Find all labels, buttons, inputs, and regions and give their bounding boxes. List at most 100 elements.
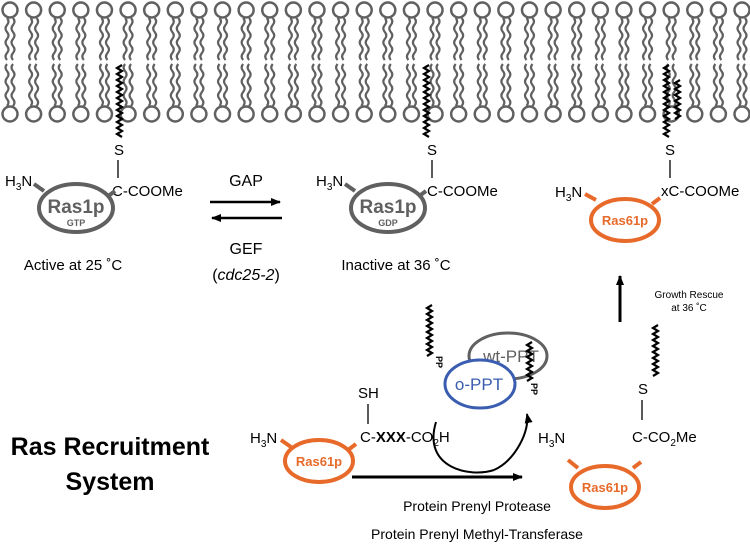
lipid-tail <box>506 17 512 61</box>
lipid-tail <box>193 17 199 61</box>
lipid-head <box>72 105 90 123</box>
lipid-tail <box>264 17 270 61</box>
lipid-head <box>237 1 255 19</box>
lipid-tail <box>577 17 583 61</box>
lipid-tail <box>594 63 600 107</box>
sulfur-label: S <box>665 142 675 159</box>
lipid-tail <box>624 17 630 61</box>
lipid-tail <box>523 17 530 61</box>
ras61p-protein-shape <box>589 197 661 243</box>
lipid-tail <box>122 17 128 61</box>
lipid-head <box>709 1 728 19</box>
lipid-tail <box>594 17 600 61</box>
c-terminus-label: C-COOMe <box>427 183 498 200</box>
o-ppt-enzyme <box>443 358 517 410</box>
lipid-tail <box>146 63 152 107</box>
c-terminus-label: C-COOMe <box>112 183 183 200</box>
lipid-head <box>308 105 326 123</box>
n-terminus-label: H3N <box>250 430 277 450</box>
lipid-head <box>544 105 562 123</box>
lipid-head <box>260 105 279 123</box>
diphosphate-label-right: PP <box>529 383 539 395</box>
prenyltransferase-enzymes: PP wt-PPT o-PPT PP <box>424 304 549 410</box>
lipid-head <box>166 105 185 123</box>
gef-label: GEF <box>230 241 263 258</box>
lipid-head <box>402 1 421 19</box>
lipid-tail <box>405 17 412 61</box>
lipid-head <box>119 1 137 19</box>
lipid-tail <box>435 17 441 61</box>
lipid-tail <box>222 17 229 61</box>
lipid-tail <box>334 17 341 61</box>
lipid-head <box>733 1 750 19</box>
lipid-tail <box>358 17 364 61</box>
lipid-tail <box>482 63 488 107</box>
lipid-tail <box>75 17 81 61</box>
lipid-head <box>591 1 610 19</box>
lipid-tail <box>169 63 175 107</box>
lipid-tail <box>523 63 530 107</box>
lipid-tail <box>51 17 57 61</box>
lipid-tail <box>553 17 559 61</box>
lipid-head <box>24 1 43 19</box>
lipid-tail <box>175 63 181 107</box>
lipid-tail <box>128 17 134 61</box>
lipid-tail <box>388 63 394 107</box>
sulfur-label: S <box>427 142 437 159</box>
lipid-tail <box>246 17 252 61</box>
lipid-head <box>213 105 232 123</box>
lipid-tail <box>459 63 465 107</box>
lipid-tail <box>104 17 111 61</box>
lipid-tail <box>476 17 482 61</box>
lipid-tail <box>388 17 394 61</box>
lipid-tail <box>340 63 347 107</box>
lipid-tail <box>718 63 724 107</box>
lipid-tail <box>334 63 341 107</box>
lipid-tail <box>641 63 648 107</box>
lipid-tail <box>405 63 412 107</box>
lipid-tail <box>718 17 724 61</box>
lipid-tail <box>340 17 347 61</box>
caax-motif-label: C-XXX-CO2H <box>360 429 450 449</box>
gap-label: GAP <box>229 173 263 190</box>
lipid-tail <box>411 17 418 61</box>
protein-label: Ras1p <box>47 197 104 218</box>
system-title-line1: Ras Recruitment <box>11 433 210 461</box>
lipid-tail <box>453 63 459 107</box>
lipid-tail <box>600 17 606 61</box>
lipid-tail <box>57 17 63 61</box>
lipid-head <box>284 105 303 123</box>
lipid-tail <box>476 63 482 107</box>
lipid-tail <box>199 17 205 61</box>
lipid-tail <box>695 17 701 61</box>
lipid-tail <box>222 63 229 107</box>
cdc25-mutant-label: (cdc25-2) <box>212 267 280 284</box>
lipid-head <box>308 1 326 19</box>
lipid-head <box>567 1 586 19</box>
lipid-head <box>166 1 185 19</box>
sulfur-label: S <box>638 381 648 398</box>
state-caption: Active at 25 ˚C <box>24 257 123 274</box>
lipid-head <box>520 105 539 123</box>
prenyl-anchor-1 <box>114 64 125 138</box>
lipid-head <box>355 1 373 19</box>
lipid-head <box>426 1 444 19</box>
lipid-tail <box>28 17 34 61</box>
lipid-tail <box>4 17 10 61</box>
lipid-tail <box>57 63 63 107</box>
lipid-head <box>142 105 161 123</box>
lipid-tail <box>264 63 270 107</box>
lipid-tail <box>429 63 435 107</box>
lipid-head <box>733 105 750 123</box>
diphosphate-label-left: PP <box>434 356 444 368</box>
lipid-tail <box>28 63 34 107</box>
lipid-tail <box>169 17 175 61</box>
n-terminus-label: H3N <box>5 173 32 193</box>
lipid-head <box>686 105 704 123</box>
lipid-tail <box>529 63 536 107</box>
lipid-head <box>686 1 704 19</box>
lipid-head <box>24 105 43 123</box>
lipid-tail <box>736 17 742 61</box>
lipid-tail <box>695 63 701 107</box>
nucleotide-label: GDP <box>378 218 398 228</box>
